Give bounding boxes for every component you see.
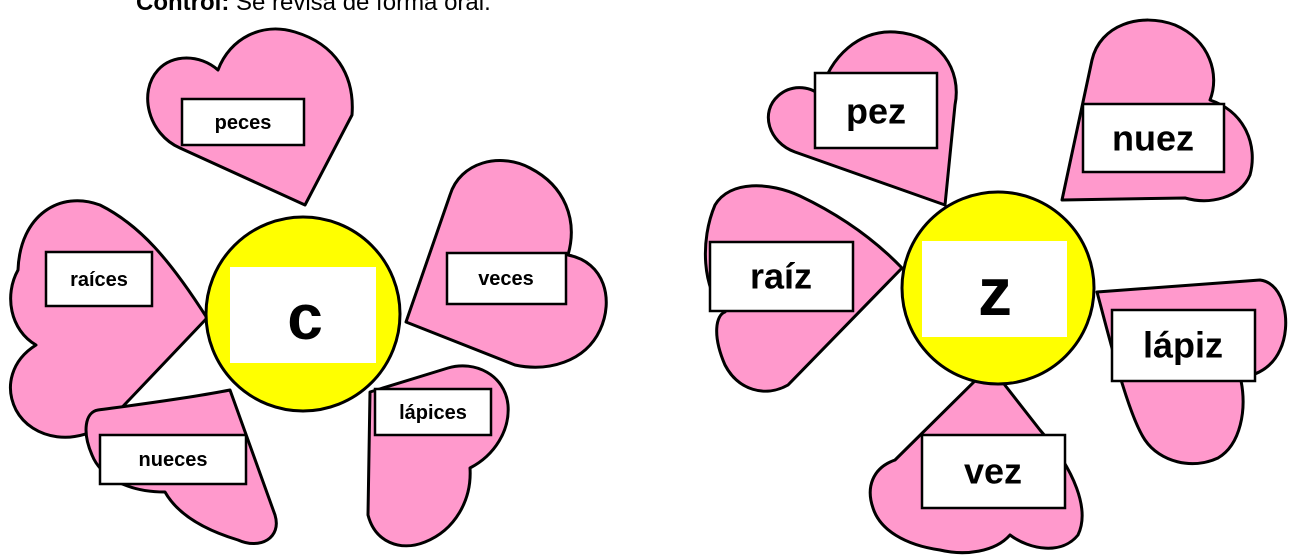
word-raiz: raíz xyxy=(750,256,812,297)
center-letter-c: c xyxy=(287,281,323,353)
word-box-nuez xyxy=(1081,102,1226,174)
header-body: Se revisa de forma oral. xyxy=(229,0,490,16)
word-raices: raíces xyxy=(70,269,128,291)
word-lapices: lápices xyxy=(399,402,467,424)
flower-left: peces raíces veces nueces lápices c xyxy=(8,27,608,548)
word-box-raiz xyxy=(708,240,855,313)
word-nuez: nuez xyxy=(1112,118,1194,159)
word-vez: vez xyxy=(964,451,1022,492)
center-letter-z: z xyxy=(978,254,1012,330)
word-box-raices xyxy=(44,250,154,308)
word-lapiz: lápiz xyxy=(1143,325,1223,366)
word-box-lapices xyxy=(373,387,493,437)
word-box-vez xyxy=(920,433,1067,510)
word-box-peces xyxy=(180,97,306,147)
header-label: Control: xyxy=(136,0,229,16)
word-box-nueces xyxy=(98,433,248,486)
word-box-pez xyxy=(813,71,939,150)
word-peces: peces xyxy=(215,112,272,134)
word-box-lapiz xyxy=(1110,308,1257,383)
word-nueces: nueces xyxy=(139,449,208,471)
word-pez: pez xyxy=(846,91,906,132)
center-box-left xyxy=(230,267,376,363)
flower-right: pez nuez raíz lápiz vez z xyxy=(703,18,1288,555)
word-veces: veces xyxy=(478,268,534,290)
header-instruction: Control: Se revisa de forma oral. xyxy=(136,0,491,16)
word-box-veces xyxy=(445,251,568,306)
center-box-right xyxy=(922,241,1067,337)
